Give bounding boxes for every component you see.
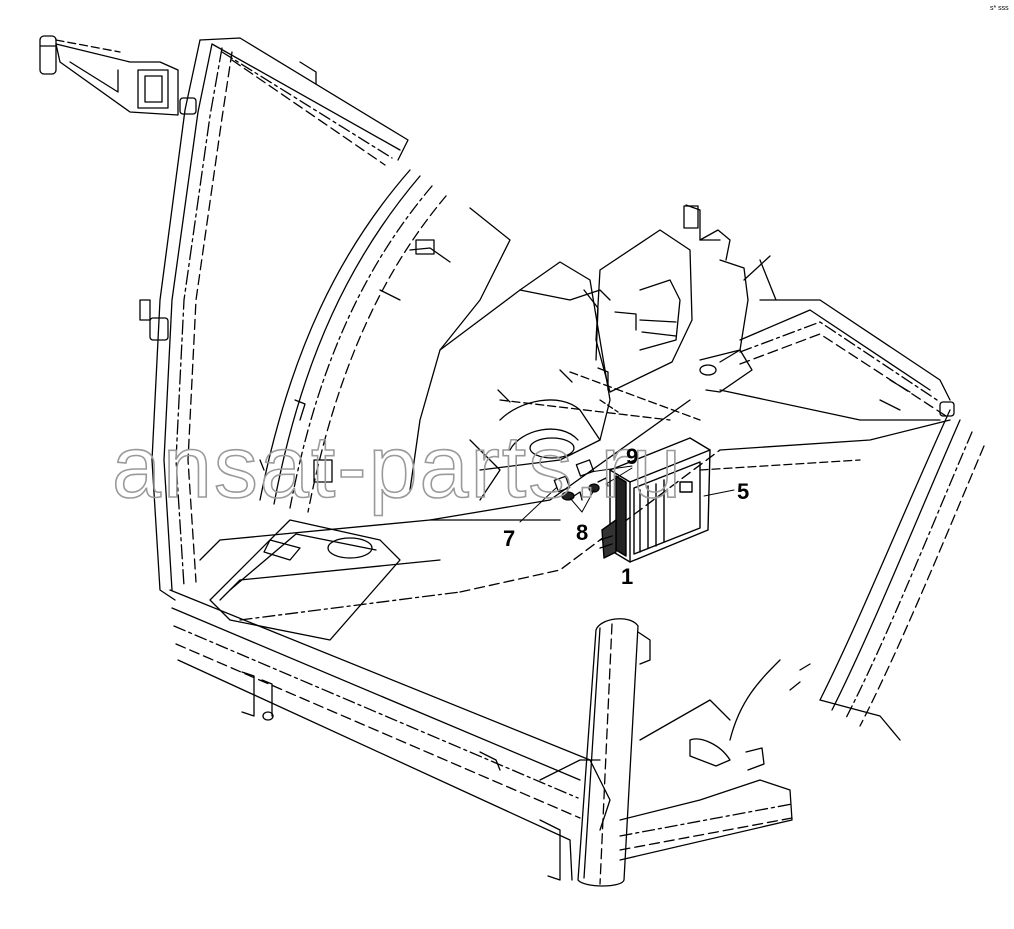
callout-1: 1 <box>621 564 633 589</box>
steering-column <box>577 618 651 887</box>
roof-rail <box>199 37 409 166</box>
controller-unit <box>599 437 711 563</box>
left-pillar <box>139 39 233 601</box>
fasteners <box>553 459 609 501</box>
front-right-member <box>539 699 793 861</box>
right-floor-frame <box>719 299 955 421</box>
floor-crossbar <box>199 399 951 621</box>
leader-lines <box>519 465 735 523</box>
center-back-panel <box>439 261 701 501</box>
callout-9: 9 <box>626 444 638 469</box>
corner-mark: s* sss <box>990 5 1009 12</box>
front-cross-member <box>169 589 611 881</box>
right-front-pillar <box>729 409 985 741</box>
rear-arch-panel <box>259 169 511 513</box>
callout-5: 5 <box>737 479 749 504</box>
callout-7: 7 <box>503 526 515 551</box>
callout-8: 8 <box>576 520 588 545</box>
watermark-text: ansat-parts.ru <box>112 417 683 516</box>
mirror-bracket <box>39 35 179 116</box>
rear-mount-plate <box>595 204 777 393</box>
left-floor-panel <box>209 459 401 641</box>
